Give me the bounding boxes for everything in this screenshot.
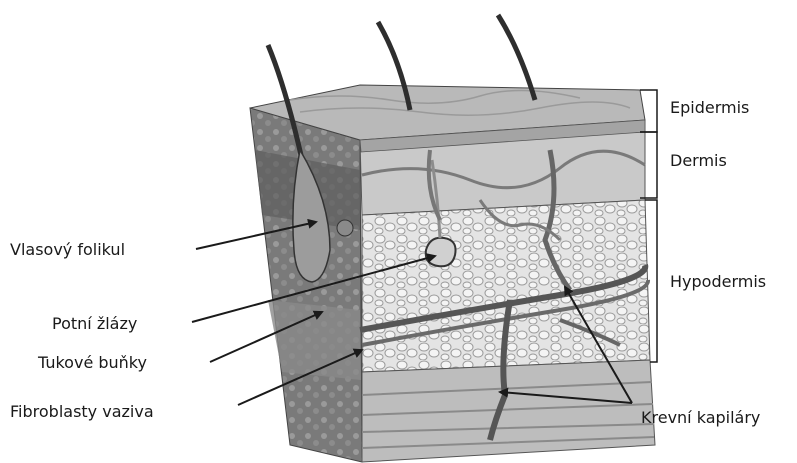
- label-capillaries: Krevní kapiláry: [641, 408, 760, 428]
- label-fibroblasts: Fibroblasty vaziva: [10, 402, 154, 422]
- label-hair-follicle: Vlasový folikul: [10, 240, 125, 260]
- label-hypodermis: Hypodermis: [670, 272, 766, 292]
- label-epidermis: Epidermis: [670, 98, 749, 118]
- front-face: [360, 120, 655, 462]
- label-fat-cells: Tukové buňky: [38, 353, 147, 373]
- label-sweat-glands: Potní žlázy: [52, 314, 137, 334]
- label-dermis: Dermis: [670, 151, 727, 171]
